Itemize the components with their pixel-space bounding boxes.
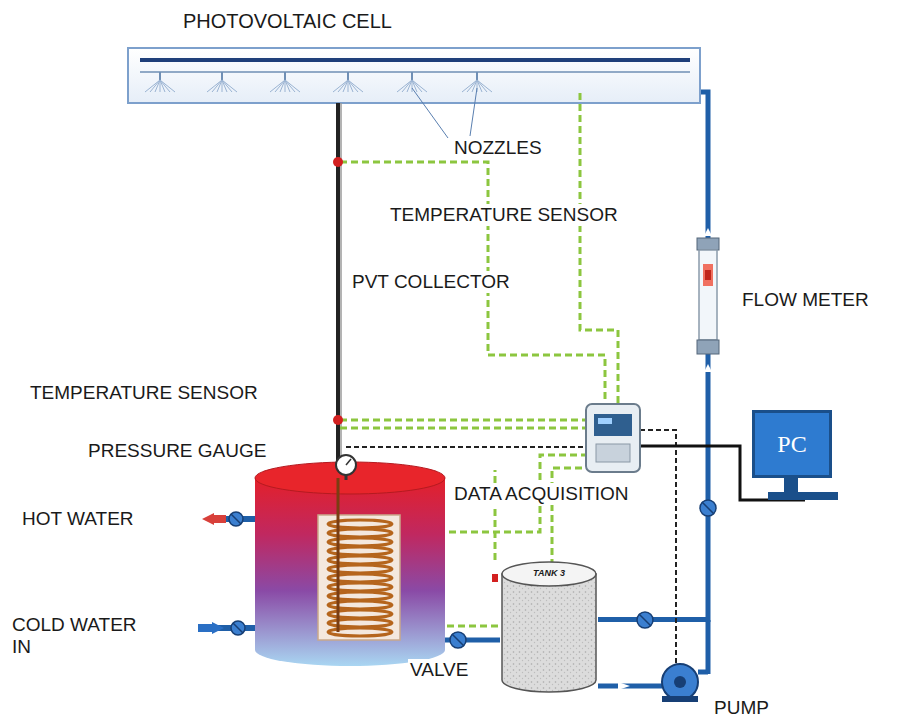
screen-label: PC (777, 431, 806, 458)
monitor-node: PC (752, 410, 832, 478)
leader-line (412, 88, 448, 138)
temperature-sensor (333, 415, 343, 425)
hot-water-outlet (202, 512, 255, 526)
data-acquisition-module (586, 404, 640, 472)
temperature-sensor (492, 574, 498, 582)
sensor-label: TEMPERATURE SENSOR (28, 382, 260, 404)
pump (662, 664, 698, 702)
leader-line (470, 88, 477, 136)
cold-water-inlet (198, 621, 255, 635)
sensor-label: TEMPERATURE SENSOR (388, 204, 620, 226)
tank-label: TANK 3 (500, 568, 598, 578)
flow-label: HOT WATER (20, 508, 136, 530)
part-label: VALVE (408, 659, 470, 681)
flow-label: COLD WATER IN (10, 614, 152, 658)
part-label: PUMP (712, 697, 771, 719)
pv-panel-node: PHOTOVOLTAIC CELL (128, 48, 700, 103)
part-label: FLOW METER (740, 289, 871, 311)
pv-panel (128, 48, 700, 103)
return-pipe (445, 632, 500, 648)
temperature-sensor (333, 157, 343, 167)
nozzle-group (145, 72, 492, 92)
storage-tank (255, 462, 445, 666)
storage-tank-node: TANK 3 (500, 560, 598, 695)
pressure-gauge (336, 455, 356, 480)
flow-meter (697, 228, 719, 372)
tank-outline (500, 560, 598, 695)
valve (637, 612, 653, 628)
monitor-stand (768, 478, 838, 500)
part-label: DATA ACQUISITION (452, 483, 631, 505)
part-label: NOZZLES (452, 137, 544, 159)
panel-title: PHOTOVOLTAIC CELL (183, 10, 392, 33)
water-pipe (598, 92, 708, 619)
part-label: PVT COLLECTOR (350, 271, 512, 293)
part-label: PRESSURE GAUGE (86, 440, 268, 462)
valve (700, 500, 716, 516)
